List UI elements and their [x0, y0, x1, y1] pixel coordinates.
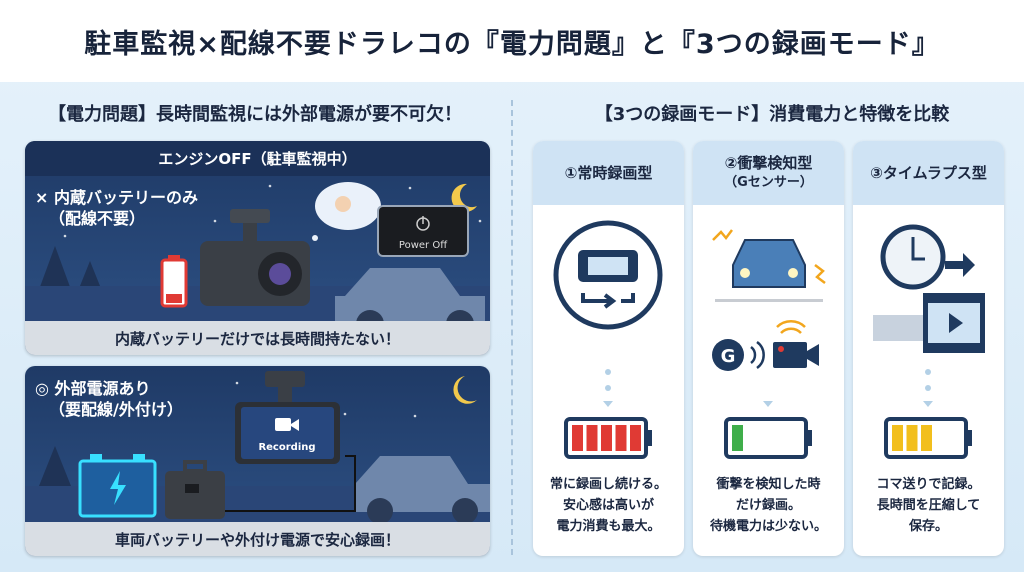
- battery-bar: [586, 425, 598, 451]
- external-power-label: ◎ 外部電源あり （要配線/外付け）: [35, 378, 183, 420]
- title-bar: 駐車監視×配線不要ドラレコの『電力問題』と『3つの録画モード』: [0, 0, 1024, 82]
- mode-title: ②衝撃検知型: [724, 154, 813, 172]
- power-off-screen: Power Off: [377, 205, 469, 257]
- battery-bar: [572, 425, 583, 451]
- low-battery-icon: [160, 255, 188, 308]
- mode-title: ①常時録画型: [564, 164, 653, 182]
- mode-subtitle: （Gセンサー）: [724, 175, 813, 190]
- desc-line: 衝撃を検知した時: [716, 477, 821, 492]
- desc-line: 長時間を圧縮して: [876, 498, 981, 513]
- battery-bar: [732, 425, 743, 451]
- power-off-text: Power Off: [399, 240, 448, 251]
- internal-battery-panel: エンジンOFF（駐車監視中） Power Off × 内蔵バッテリーのみ （配線不…: [25, 141, 490, 355]
- battery-terminal: [966, 430, 972, 446]
- dashcam-icon: [200, 209, 310, 306]
- impact-detection-icon: G: [712, 229, 826, 459]
- recording-text: Recording: [258, 442, 315, 453]
- battery-bar: [601, 425, 612, 451]
- external-power-illustration: Recording: [25, 371, 490, 522]
- page-title: 駐車監視×配線不要ドラレコの『電力問題』と『3つの録画モード』: [84, 28, 940, 60]
- car-front-icon: [732, 239, 806, 288]
- car-battery-icon: [78, 454, 157, 518]
- desc-line: コマ送りで記録。: [876, 477, 981, 492]
- panel-strip: 車両バッテリーや外付け電源で安心録画！: [25, 522, 490, 556]
- battery-bar: [615, 425, 627, 451]
- battery-bar: [892, 425, 903, 451]
- moon-icon: [453, 376, 477, 404]
- desc-line: だけ録画。: [735, 498, 801, 513]
- timelapse-icon: [873, 224, 985, 459]
- g-sensor-label: G: [721, 346, 736, 367]
- label-line: （配線不要）: [49, 209, 146, 228]
- panel-band: エンジンOFF（駐車監視中）: [25, 141, 490, 176]
- desc-line: 電力消費も最大。: [556, 519, 661, 534]
- recording-dashcam: Recording: [235, 371, 340, 464]
- parking-scene-illustration: Power Off: [25, 182, 490, 338]
- car-icon: [355, 456, 490, 522]
- mode-card-timelapse: ③タイムラプス型 コマ送りで記録。長時間を圧縮して保存。: [853, 141, 1004, 556]
- external-power-panel: Recording ◎ 外部電源あり （要配線/外付け） 車両バッテリーや外付け電…: [25, 366, 490, 556]
- sleep-thought-bubble: [312, 182, 381, 241]
- left-heading: 【電力問題】長時間監視には外部電源が要不可欠！: [48, 104, 462, 125]
- battery-bar: [630, 425, 641, 451]
- battery-gauge: [724, 417, 812, 459]
- divider: [511, 100, 513, 555]
- portable-power-station-icon: [165, 460, 225, 519]
- battery-bar: [906, 425, 918, 451]
- mode-description: 衝撃を検知した時だけ録画。待機電力は少ない。: [693, 474, 844, 537]
- mode-card-continuous: ①常時録画型 常に録画し続ける。安心感は高いが電力消費も最大。: [533, 141, 684, 556]
- desc-line: 常に録画し続ける。: [549, 477, 667, 492]
- desc-line: 保存。: [908, 519, 948, 534]
- film-play-icon: [923, 293, 985, 353]
- battery-terminal: [646, 430, 652, 446]
- battery-gauge: [884, 417, 972, 459]
- battery-gauge: [564, 417, 652, 459]
- loop-recording-icon: [553, 220, 663, 459]
- battery-terminal: [806, 430, 812, 446]
- clock-icon: [880, 224, 975, 290]
- desc-line: 安心感は高いが: [562, 498, 654, 513]
- label-line: × 内蔵バッテリーのみ: [35, 188, 198, 207]
- mode-card-impact: ②衝撃検知型 （Gセンサー） G 衝撃を検知した時だけ録画。待機電力は少ない。: [693, 141, 844, 556]
- internal-battery-label: × 内蔵バッテリーのみ （配線不要）: [35, 187, 198, 229]
- battery-bar: [921, 425, 932, 451]
- label-line: （要配線/外付け）: [49, 400, 183, 419]
- panel-strip: 内蔵バッテリーだけでは長時間持たない！: [25, 321, 490, 355]
- mode-description: 常に録画し続ける。安心感は高いが電力消費も最大。: [533, 474, 684, 537]
- right-heading: 【3つの録画モード】消費電力と特徴を比較: [594, 104, 950, 125]
- moon-icon: [451, 183, 477, 212]
- label-line: ◎ 外部電源あり: [35, 379, 151, 398]
- mode-title: ③タイムラプス型: [870, 164, 987, 182]
- mode-description: コマ送りで記録。長時間を圧縮して保存。: [853, 474, 1004, 537]
- desc-line: 待機電力は少ない。: [709, 519, 827, 534]
